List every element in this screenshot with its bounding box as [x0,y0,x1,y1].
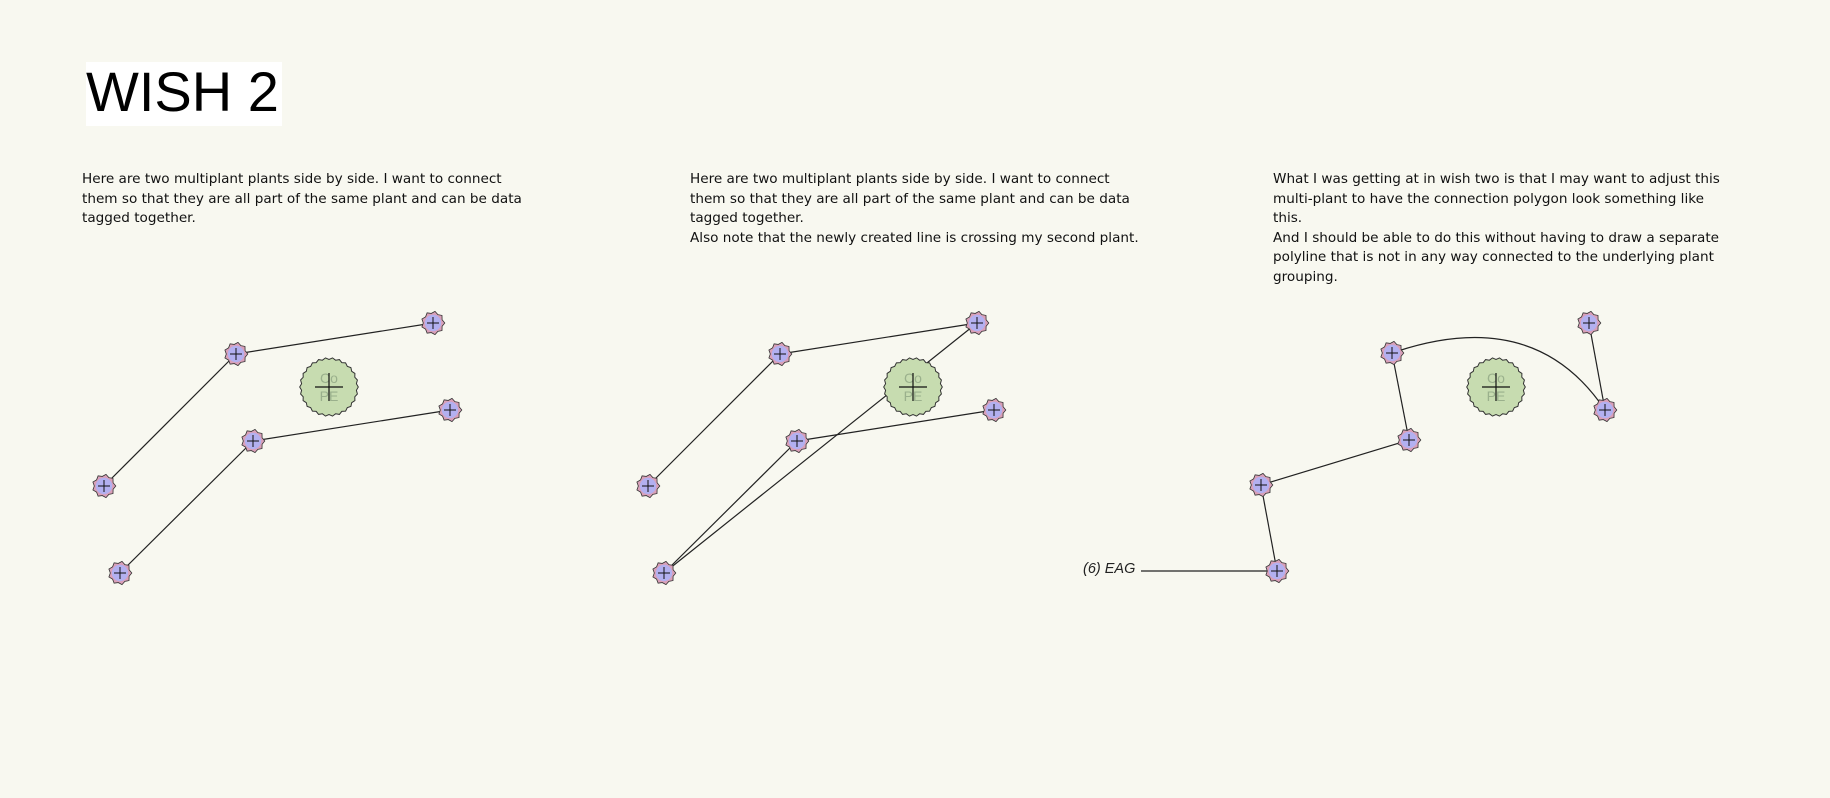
note-right-line: this. [1273,210,1303,227]
connection-line[interactable] [1391,352,1410,441]
connection-line[interactable] [103,353,237,487]
page-title: WISH 2 [86,60,279,123]
small-plant-symbol-icon[interactable] [1593,397,1618,423]
title-background [86,62,282,126]
connection-lines-left[interactable] [103,322,451,574]
small-plant-symbol-icon[interactable] [1249,472,1274,498]
small-plant-symbol-icon[interactable] [241,428,266,454]
connection-lines-right[interactable] [1141,322,1606,572]
connection-line[interactable] [252,409,451,442]
note-left-line: them so that they are all part of the sa… [82,190,522,207]
connection-line[interactable] [647,353,781,487]
connection-line[interactable] [119,440,254,574]
plant-tag-label: (6) EAG [1083,561,1136,577]
note-left: Here are two multiplant plants side by s… [82,170,522,229]
small-plant-symbol-icon[interactable] [768,341,793,367]
note-middle-line: tagged together. [690,210,804,227]
large-plant-symbol-icon[interactable]: CoPE [299,357,359,417]
connection-line-crossing[interactable] [663,322,978,574]
note-middle-line: them so that they are all part of the sa… [690,190,1130,207]
small-plant-symbol-icon[interactable] [438,397,463,423]
small-plant-symbol-icon[interactable] [1397,427,1422,453]
note-middle-line: Here are two multiplant plants side by s… [690,171,1110,187]
small-plant-symbol-icon[interactable] [421,310,446,336]
connection-line[interactable] [779,322,978,355]
large-plant-symbol-icon[interactable]: CoPE [1466,357,1526,417]
note-right-line: polyline that is not in any way connecte… [1273,249,1714,266]
note-right: What I was getting at in wish two is tha… [1273,170,1720,288]
small-plant-symbol-icon[interactable] [1380,340,1405,366]
note-right-line: grouping. [1273,268,1338,285]
small-plant-symbol-icon[interactable] [108,560,133,586]
small-plant-symbol-icon[interactable] [1265,558,1290,584]
small-plant-symbol-icon[interactable] [982,397,1007,423]
note-left-line: Here are two multiplant plants side by s… [82,171,502,187]
note-right-line: What I was getting at in wish two is tha… [1273,171,1720,187]
connection-line[interactable] [663,440,798,574]
connection-line[interactable] [1260,439,1410,486]
small-plant-symbol-icon[interactable] [652,560,677,586]
connection-curve[interactable] [1391,336,1606,411]
small-plant-symbol-icon[interactable] [1577,310,1602,336]
connection-line[interactable] [235,322,434,355]
large-plant-symbol-icon[interactable]: CoPE [883,357,943,417]
note-left-line: tagged together. [82,210,196,227]
note-right-line: And I should be able to do this without … [1273,229,1720,246]
small-plant-symbol-icon[interactable] [224,341,249,367]
small-plant-symbol-icon[interactable] [965,310,990,336]
connection-line[interactable] [796,409,995,442]
note-right-line: multi-plant to have the connection polyg… [1273,190,1704,207]
small-plant-symbol-icon[interactable] [92,473,117,499]
small-plant-symbol-icon[interactable] [785,428,810,454]
connection-line[interactable] [1260,484,1278,572]
note-middle-line: Also note that the newly created line is… [690,229,1139,246]
note-middle: Here are two multiplant plants side by s… [690,170,1139,248]
connection-line[interactable] [1588,322,1606,411]
small-plant-symbol-icon[interactable] [636,473,661,499]
connection-lines-middle[interactable] [647,322,995,574]
